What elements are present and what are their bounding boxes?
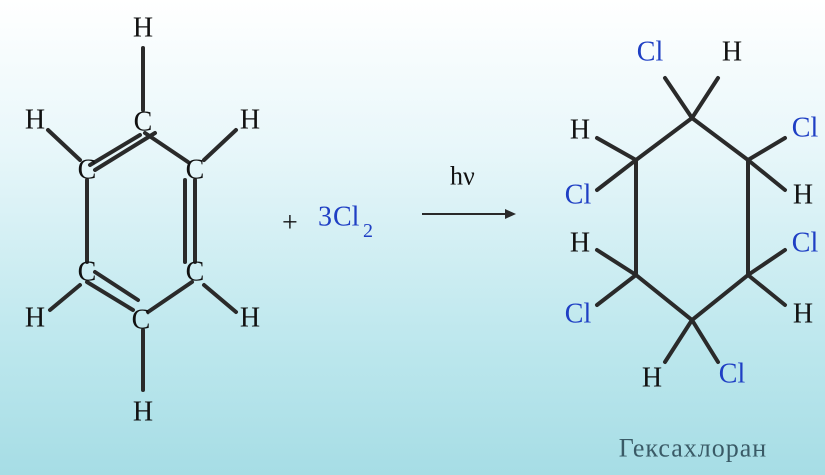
bond-c1-cl <box>663 76 694 120</box>
bond-c6-h <box>595 136 638 162</box>
bond-c6-cl <box>595 158 638 192</box>
bond-c6-h <box>202 128 238 162</box>
product-chlorine-top: Cl <box>637 37 664 68</box>
bond-c1-c2-double <box>88 133 142 167</box>
chlorine-reagent: + 3 Cl 2 <box>282 202 373 243</box>
hexachlorocyclohexane-molecule: Cl H H Cl Cl H H Cl Cl H H Cl <box>565 37 819 394</box>
plus-sign: + <box>282 208 298 239</box>
benzene-carbon-1: C <box>134 107 153 138</box>
product-chlorine-left-2: Cl <box>565 299 592 330</box>
benzene-hydrogen-upper-left: H <box>25 105 45 136</box>
bond-c3-h <box>746 273 787 307</box>
bond-c2-h <box>746 158 787 192</box>
product-name: Гексахлоран <box>619 434 767 463</box>
bond-c3-c4-double <box>93 270 140 302</box>
bond-c4-c5 <box>146 280 194 314</box>
bond-c2-cl <box>746 136 787 162</box>
bond-c1-c2 <box>93 131 157 172</box>
benzene-hydrogen-lower-left: H <box>25 303 45 334</box>
bond-c3-h <box>48 283 82 312</box>
product-hydrogen-right-1: H <box>793 180 813 211</box>
benzene-hydrogen-bottom: H <box>133 397 153 428</box>
bond-c2-h <box>46 128 82 162</box>
product-hydrogen-left-2: H <box>570 228 590 259</box>
bond-c1-h <box>690 76 720 120</box>
product-chlorine-right-1: Cl <box>792 113 819 144</box>
product-hydrogen-left-1: H <box>570 115 590 146</box>
product-chlorine-left-1: Cl <box>565 180 592 211</box>
benzene-hydrogen-upper-right: H <box>240 105 260 136</box>
benzene-carbon-6: C <box>186 155 205 186</box>
bond-c5-h <box>202 283 238 314</box>
product-chlorine-bottom: Cl <box>719 359 746 390</box>
product-hydrogen-top: H <box>722 37 742 68</box>
bond-c4-h <box>663 318 694 364</box>
bond-c3-c4 <box>85 280 135 312</box>
bond-c5-cl <box>595 273 638 307</box>
reagent-coefficient: 3 <box>318 202 332 233</box>
benzene-carbon-2: C <box>78 155 97 186</box>
benzene-hydrogen-lower-right: H <box>240 303 260 334</box>
reagent-formula: Cl <box>333 202 360 233</box>
cyclohexane-ring <box>634 115 750 323</box>
bond-c1-c6 <box>143 131 190 164</box>
benzene-carbon-3: C <box>78 257 97 288</box>
product-hydrogen-bottom: H <box>642 363 662 394</box>
benzene-molecule: C C C C C C H H H H H H <box>25 13 260 428</box>
product-hydrogen-right-2: H <box>793 299 813 330</box>
reaction-condition: hν <box>450 162 475 191</box>
benzene-carbon-4: C <box>132 305 151 336</box>
arrow-head <box>505 209 516 219</box>
bond-c3-cl <box>746 248 787 277</box>
product-chlorine-right-2: Cl <box>792 228 819 259</box>
reaction-arrow: hν <box>422 162 516 219</box>
bond-c5-h <box>595 248 638 277</box>
reagent-subscript: 2 <box>363 220 373 242</box>
benzene-hydrogen-top: H <box>133 13 153 44</box>
benzene-carbon-5: C <box>186 257 205 288</box>
bond-c4-cl <box>690 318 720 364</box>
